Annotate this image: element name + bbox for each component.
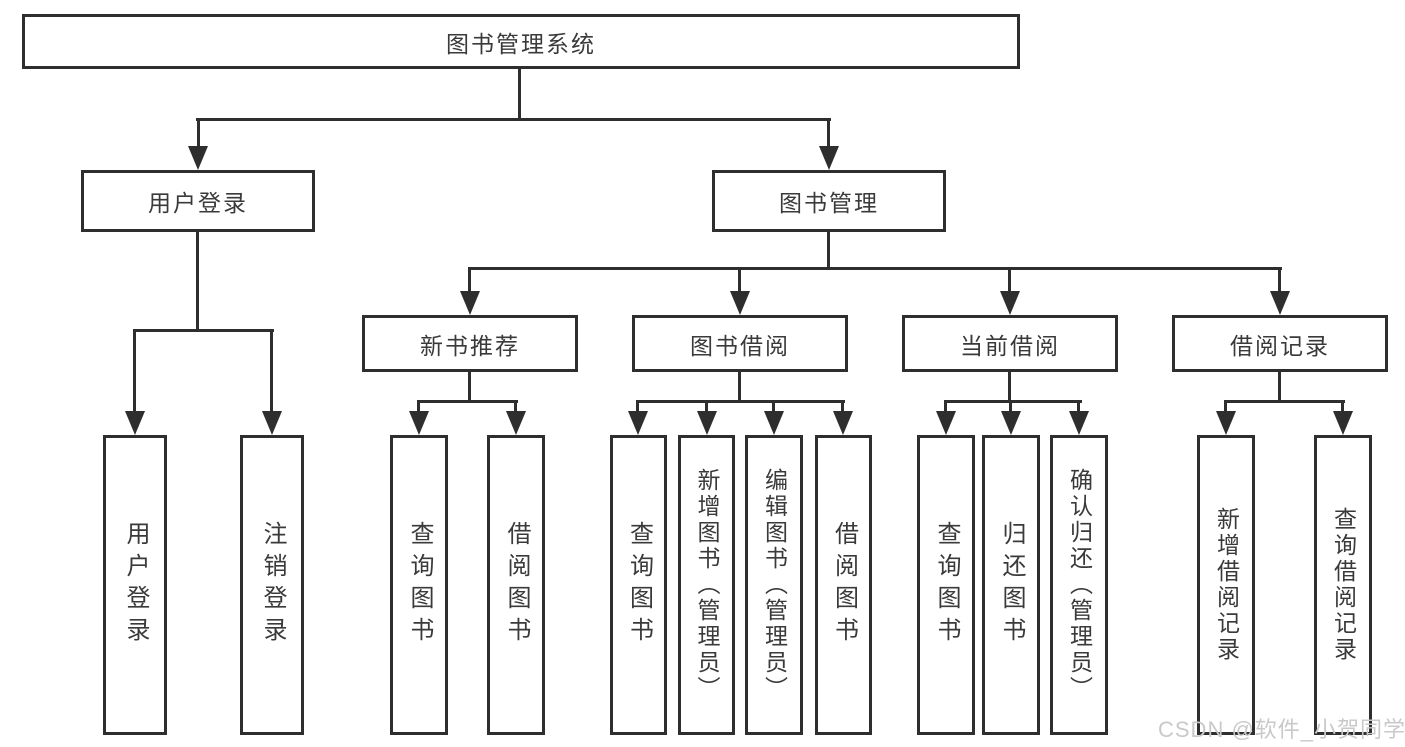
leaf-borrow-books-borrow: 借阅图书 — [815, 435, 872, 735]
connector-leaf — [772, 400, 775, 416]
connector-to-new-book — [468, 267, 471, 295]
connector-leaf — [514, 400, 517, 416]
arrowhead-leaf — [1001, 411, 1021, 435]
connector-to-book-management — [827, 118, 830, 150]
leaf-borrow-books-recommend: 借阅图书 — [487, 435, 545, 735]
connector-user-login-hbar — [133, 329, 274, 332]
connector-user-login-stub — [196, 232, 199, 332]
connector-leaf — [1077, 400, 1080, 416]
node-library-management-system: 图书管理系统 — [22, 14, 1020, 69]
arrowhead-leaf — [1069, 411, 1089, 435]
connector-leaf — [417, 400, 420, 416]
node-new-book-recommend: 新书推荐 — [362, 315, 578, 372]
connector-to-borrow-records — [1278, 267, 1281, 295]
leaf-return-book: 归还图书 — [982, 435, 1040, 735]
arrowhead-user-login — [188, 146, 208, 170]
arrowhead-leaf — [764, 411, 784, 435]
connector-to-leaf-user-login — [133, 329, 136, 415]
leaf-add-book-admin: 新增图书（管理员） — [678, 435, 735, 735]
connector-root-stub — [518, 69, 521, 120]
arrowhead-new-book — [460, 291, 480, 315]
connector-new-book-stub — [468, 372, 471, 403]
leaf-edit-book-admin: 编辑图书（管理员） — [745, 435, 803, 735]
connector-to-current-borrow — [1008, 267, 1011, 295]
arrowhead-leaf — [1333, 411, 1353, 435]
leaf-query-borrow-record: 查询借阅记录 — [1314, 435, 1372, 735]
arrowhead-leaf — [628, 411, 648, 435]
connector-leaf — [841, 400, 844, 416]
arrowhead-leaf — [409, 411, 429, 435]
leaf-query-books-borrow: 查询图书 — [610, 435, 667, 735]
connector-new-book-hbar — [417, 400, 518, 403]
leaf-query-books-recommend: 查询图书 — [390, 435, 448, 735]
node-borrow-records: 借阅记录 — [1172, 315, 1388, 372]
connector-leaf — [1224, 400, 1227, 416]
connector-current-borrow-hbar — [944, 400, 1082, 403]
arrowhead-leaf — [506, 411, 526, 435]
arrowhead-leaf — [697, 411, 717, 435]
arrowhead-book-management — [819, 146, 839, 170]
leaf-add-borrow-record: 新增借阅记录 — [1197, 435, 1255, 735]
connector-leaf — [705, 400, 708, 416]
arrowhead-leaf-user-login — [125, 411, 145, 435]
connector-leaf — [944, 400, 947, 416]
leaf-logout: 注销登录 — [240, 435, 304, 735]
leaf-query-books-current: 查询图书 — [917, 435, 975, 735]
connector-leaf — [1341, 400, 1344, 416]
connector-root-hbar — [196, 118, 831, 121]
node-user-login: 用户登录 — [81, 170, 315, 232]
arrowhead-book-borrow — [730, 291, 750, 315]
node-book-management: 图书管理 — [712, 170, 946, 232]
connector-borrow-records-stub — [1278, 372, 1281, 403]
leaf-user-login: 用户登录 — [103, 435, 167, 735]
connector-book-mgmt-hbar — [468, 267, 1282, 270]
connector-current-borrow-stub — [1008, 372, 1011, 403]
arrowhead-leaf — [833, 411, 853, 435]
arrowhead-leaf — [1216, 411, 1236, 435]
connector-book-borrow-hbar — [636, 400, 845, 403]
connector-leaf — [636, 400, 639, 416]
connector-to-book-borrow — [738, 267, 741, 295]
node-book-borrow: 图书借阅 — [632, 315, 848, 372]
watermark: CSDN @软件_小贺同学 — [1158, 717, 1405, 742]
arrowhead-borrow-records — [1270, 291, 1290, 315]
node-current-borrow: 当前借阅 — [902, 315, 1118, 372]
connector-to-user-login — [197, 118, 200, 150]
connector-borrow-records-hbar — [1224, 400, 1345, 403]
connector-leaf — [1009, 400, 1012, 416]
leaf-confirm-return-admin: 确认归还（管理员） — [1050, 435, 1108, 735]
connector-book-borrow-stub — [738, 372, 741, 403]
connector-to-leaf-logout — [270, 329, 273, 415]
arrowhead-leaf-logout — [262, 411, 282, 435]
arrowhead-leaf — [936, 411, 956, 435]
arrowhead-current-borrow — [1000, 291, 1020, 315]
connector-book-mgmt-stub — [827, 232, 830, 270]
